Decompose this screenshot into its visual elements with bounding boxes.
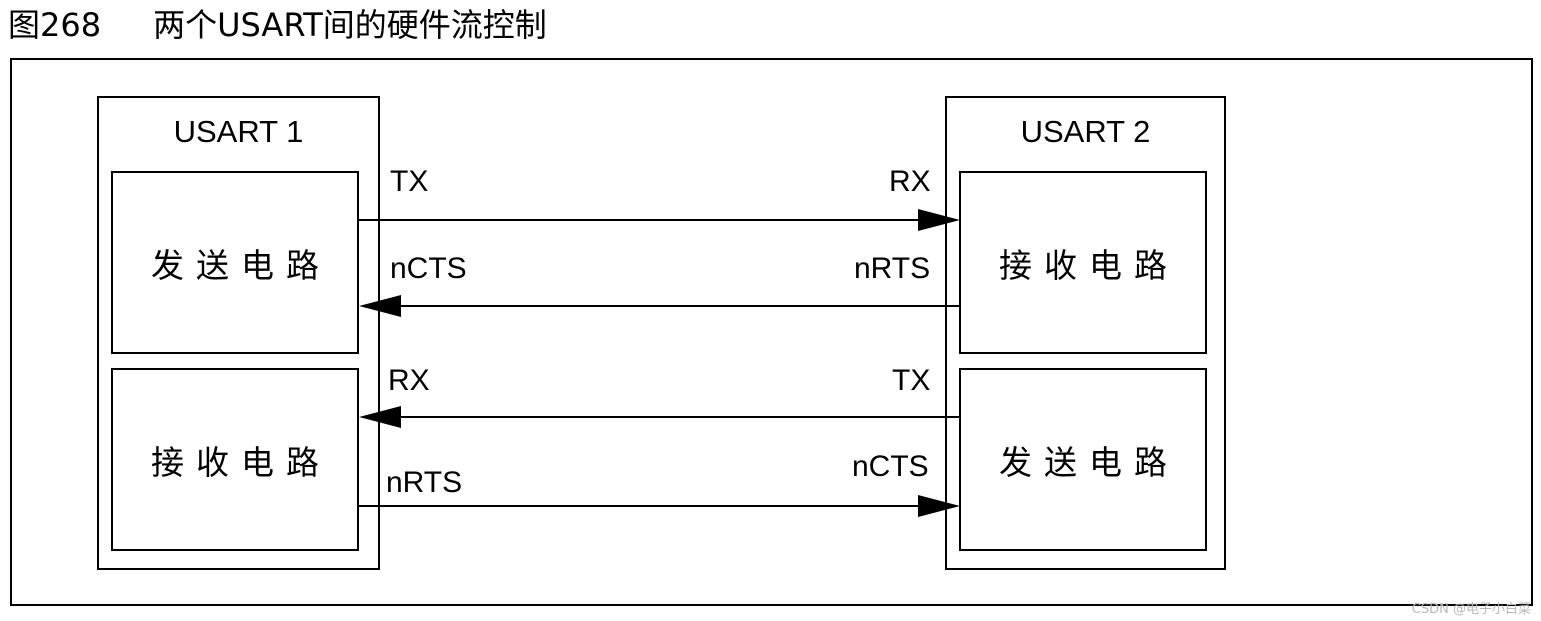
usart1-receive-circuit: 接收电路 [111, 368, 359, 551]
label-u1-nrts: nRTS [386, 466, 463, 499]
arrowhead-left-ncts [359, 295, 401, 317]
label-u2-ncts: nCTS [852, 450, 929, 483]
usart2-transmit-circuit: 发送电路 [959, 368, 1207, 551]
usart1-receive-circuit-label: 接收电路 [151, 442, 331, 482]
label-u1-tx: TX [390, 165, 429, 198]
label-u2-tx: TX [892, 364, 931, 397]
label-u1-ncts: nCTS [390, 252, 467, 285]
label-u2-rx: RX [889, 165, 931, 198]
usart1-transmit-circuit: 发送电路 [111, 171, 359, 354]
label-u2-nrts: nRTS [854, 252, 931, 285]
figure-title: 两个USART间的硬件流控制 [153, 6, 547, 44]
figure-caption: 图268 两个USART间的硬件流控制 [8, 0, 547, 46]
usart2-title: USART 2 [1020, 114, 1151, 149]
usart1-transmit-circuit-label: 发送电路 [151, 245, 331, 285]
watermark-text: CSDN @电子小白菜 [1411, 602, 1531, 617]
arrowhead-left-rx [359, 406, 401, 428]
label-u1-rx: RX [388, 364, 430, 397]
arrowhead-right-ncts [918, 495, 960, 517]
usart2-receive-circuit-label: 接收电路 [999, 245, 1179, 285]
usart1-title: USART 1 [173, 114, 304, 149]
arrowhead-right-rx [918, 209, 960, 231]
usart2-receive-circuit: 接收电路 [959, 171, 1207, 354]
figure-number: 图268 [8, 6, 102, 44]
diagram-frame [10, 58, 1533, 606]
usart2-transmit-circuit-label: 发送电路 [999, 442, 1179, 482]
